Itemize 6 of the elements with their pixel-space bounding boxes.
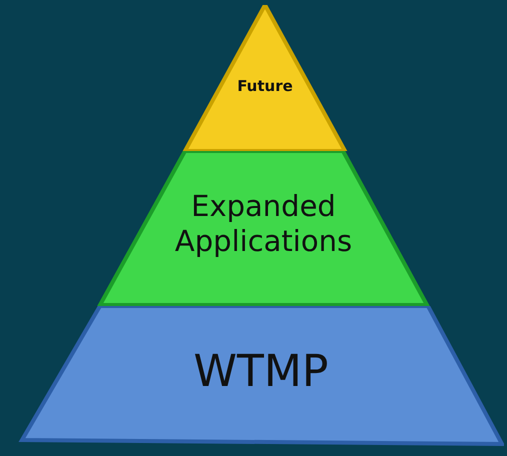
pyramid-top-tier xyxy=(180,5,350,151)
pyramid-base-tier xyxy=(18,306,504,446)
tier-label: Future xyxy=(236,77,294,95)
pyramid-middle-tier xyxy=(95,151,432,306)
tier-label: Expanded Applications xyxy=(174,189,354,259)
tier-label: WTMP xyxy=(192,346,330,399)
